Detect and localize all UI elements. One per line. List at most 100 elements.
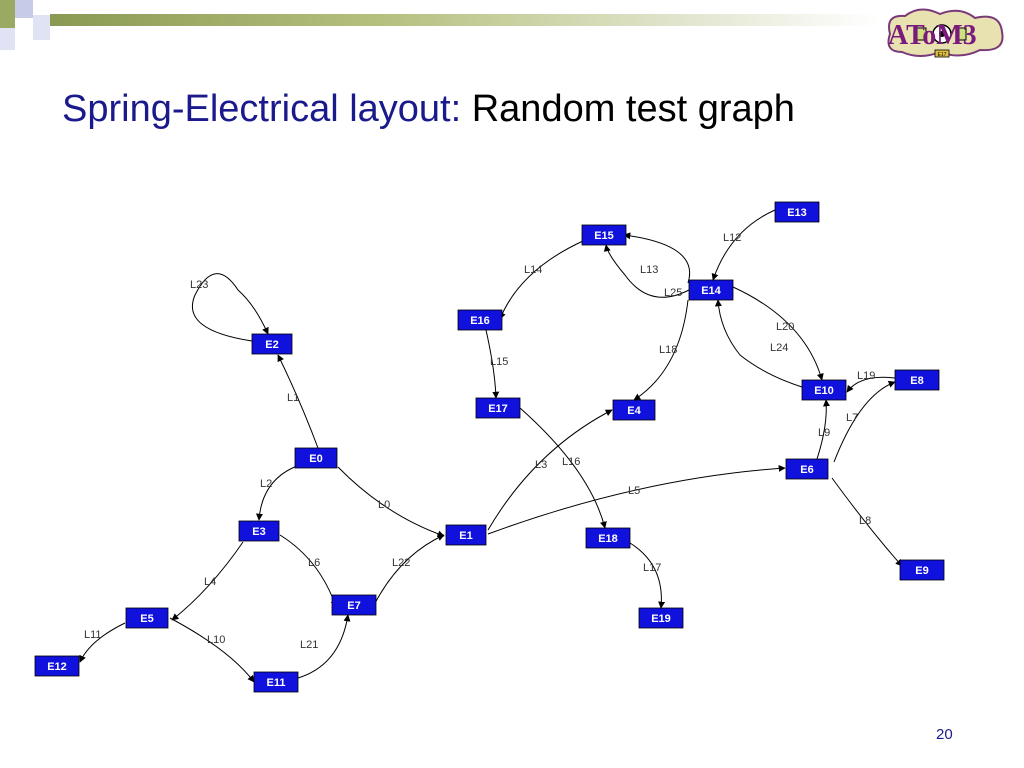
edge-l4: [171, 541, 244, 621]
title-colored: Spring-Electrical layout:: [62, 88, 462, 130]
edge-l6: [279, 534, 338, 608]
edge-label-l23: L23: [190, 279, 208, 291]
node-e6: E6: [785, 458, 829, 480]
node-e11: E11: [253, 671, 299, 693]
node-label: E2: [265, 339, 278, 351]
node-box: [801, 379, 847, 401]
node-label: E0: [309, 453, 322, 465]
edge-label-l24: L24: [770, 342, 788, 354]
node-box: [581, 224, 627, 246]
node-box: [612, 399, 656, 421]
page-number: 20: [936, 726, 953, 743]
node-e12: E12: [34, 655, 80, 677]
node-label: E9: [915, 565, 928, 577]
node-box: [899, 559, 945, 581]
edge-l9: [816, 399, 830, 460]
node-e14: E14: [688, 279, 734, 301]
node-label: E13: [787, 207, 807, 219]
node-e10: E10: [801, 379, 847, 401]
page-title: Spring-Electrical layout: Random test gr…: [62, 88, 795, 131]
node-e9: E9: [899, 559, 945, 581]
node-label: E4: [627, 405, 641, 417]
node-e15: E15: [581, 224, 627, 246]
edge-l14: [499, 240, 584, 320]
edge-label-l16: L16: [562, 456, 580, 468]
edge-label-l6: L6: [308, 557, 320, 569]
node-box: [125, 607, 169, 629]
node-box: [253, 671, 299, 693]
edge-label-l9: L9: [818, 427, 830, 439]
node-box: [251, 333, 293, 355]
node-e8: E8: [894, 369, 940, 391]
node-box: [688, 279, 734, 301]
edge-label-l15: L15: [490, 356, 508, 368]
edges: [79, 209, 903, 683]
edge-l25: [603, 244, 690, 298]
node-box: [238, 520, 280, 542]
node-e16: E16: [457, 309, 503, 331]
edge-l2: [255, 465, 298, 521]
title-decoration: [0, 0, 1024, 50]
edge-label-l19: L19: [857, 370, 875, 382]
node-e3: E3: [238, 520, 280, 542]
node-label: E14: [701, 285, 721, 297]
node-label: E3: [252, 526, 265, 538]
node-label: E8: [910, 375, 923, 387]
edge-label-l14: L14: [524, 264, 542, 276]
logo-blob-icon: [887, 8, 1004, 58]
node-e19: E19: [638, 607, 684, 629]
node-e0: E0: [294, 447, 338, 469]
node-box: [785, 458, 829, 480]
edge-label-l7: L7: [846, 412, 858, 424]
edge-l19: [846, 376, 896, 393]
node-e17: E17: [475, 397, 521, 419]
node-box: [331, 594, 377, 616]
edge-label-l11: L11: [84, 629, 102, 641]
edge-label-l17: L17: [643, 562, 661, 574]
node-label: E11: [267, 677, 286, 689]
node-e2: E2: [251, 333, 293, 355]
node-box: [34, 655, 80, 677]
logo-sub: E17: [938, 52, 947, 58]
node-label: E19: [651, 613, 671, 625]
decor-square: [0, 0, 15, 28]
node-box: [475, 397, 521, 419]
edge-l7: [833, 380, 896, 463]
decor-square: [33, 0, 50, 15]
edge-l8: [831, 477, 903, 567]
edge-l21: [297, 614, 351, 679]
edge-label-l21: L21: [300, 639, 318, 651]
title-plain: Random test graph: [471, 88, 795, 130]
edge-label-l4: L4: [204, 576, 216, 588]
edge-label-l25: L25: [664, 287, 682, 299]
decor-square: [0, 28, 15, 50]
node-label: E18: [598, 533, 618, 545]
node-box: [585, 527, 631, 549]
edge-l11: [79, 622, 126, 663]
edge-l22: [373, 534, 445, 606]
node-box: [294, 447, 338, 469]
node-e1: E1: [445, 524, 487, 546]
nodes: E0E1E2E3E4E5E6E7E8E9E10E11E12E13E14E15E1…: [34, 201, 945, 693]
node-label: E5: [140, 613, 153, 625]
decor-gradient-bar: [50, 14, 880, 26]
edge-l1: [277, 354, 319, 449]
edge-label-l3: L3: [535, 459, 547, 471]
node-box: [774, 201, 820, 223]
edge-l10: [169, 617, 255, 683]
edge-l24: [714, 299, 803, 388]
node-e5: E5: [125, 607, 169, 629]
node-e13: E13: [774, 201, 820, 223]
logo-text: AToM3: [888, 20, 977, 51]
node-label: E15: [594, 230, 614, 242]
edge-l5: [487, 464, 786, 535]
node-label: E12: [47, 661, 67, 673]
edge-label-l1: L1: [287, 392, 299, 404]
decor-square: [15, 18, 33, 40]
edge-label-l13: L13: [640, 264, 658, 276]
edge-labels: L0L1L2L3L4L5L6L7L8L9L10L11L12L13L14L15L1…: [84, 232, 875, 651]
edge-label-l0: L0: [378, 499, 390, 511]
node-e18: E18: [585, 527, 631, 549]
edge-label-l8: L8: [859, 515, 871, 527]
